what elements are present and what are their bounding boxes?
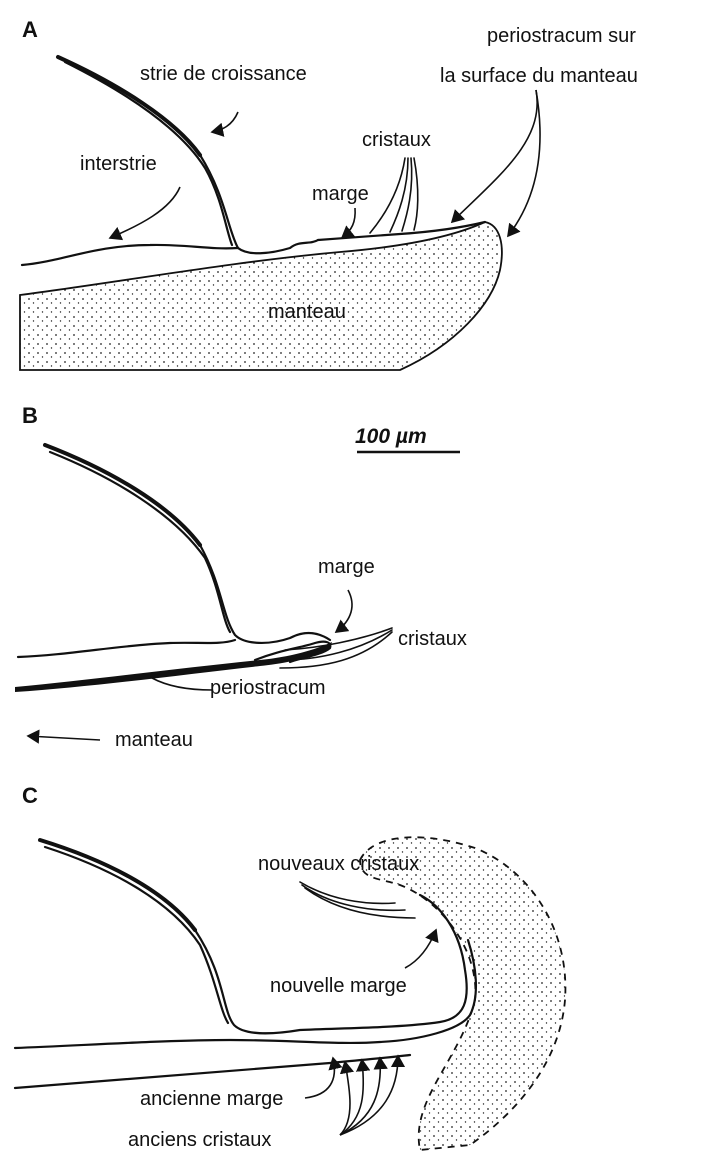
label-marge-a: marge <box>312 183 369 205</box>
panel-b-upper-edge <box>18 640 235 657</box>
arrow-periostracum-a-1 <box>452 90 537 222</box>
arrow-nouvelle-marge <box>405 930 436 968</box>
panel-c-inner-line <box>45 847 228 1023</box>
panel-a-letter: A <box>22 17 38 42</box>
label-nouveaux-cristaux: nouveaux cristaux <box>258 853 419 875</box>
arrow-anciens-cristaux-4 <box>340 1056 398 1135</box>
scale-bar-label: 100 µm <box>355 425 427 448</box>
panel-a-growth-line <box>200 155 318 253</box>
label-nouvelle-marge: nouvelle marge <box>270 975 407 997</box>
label-cristaux-a: cristaux <box>362 129 431 151</box>
arrow-manteau-b <box>28 736 100 740</box>
panel-c-old-mantle-edge <box>15 1055 410 1088</box>
panel-b-growth-line <box>200 545 330 643</box>
arrow-anciens-cristaux-1 <box>340 1062 350 1135</box>
label-interstrie: interstrie <box>80 153 157 175</box>
label-anciens-cristaux: anciens cristaux <box>128 1129 271 1151</box>
label-cristaux-b: cristaux <box>398 628 467 650</box>
panel-b: B 100 µm marge cristaux periostracum man… <box>15 403 467 751</box>
panel-a-interstrie-edge <box>22 245 238 265</box>
label-strie-de-croissance: strie de croissance <box>140 63 307 85</box>
lead-cristaux-b-3 <box>280 632 392 668</box>
lead-nouveaux-2 <box>302 885 405 910</box>
lead-cristaux-a-4 <box>414 158 418 230</box>
arrow-marge-b <box>336 590 352 632</box>
label-manteau-a: manteau <box>268 301 346 323</box>
arrow-periostracum-a-2 <box>508 90 540 236</box>
panel-c-growth-line <box>195 895 467 1033</box>
panel-a-mantle <box>20 222 502 370</box>
arrow-marge-a <box>342 208 355 238</box>
arrow-anciens-cristaux-2 <box>340 1060 363 1135</box>
panel-a: A strie de croissance interstrie cristau… <box>20 17 638 370</box>
label-marge-b: marge <box>318 556 375 578</box>
arrow-interstrie <box>110 187 180 238</box>
label-manteau-b: manteau <box>115 729 193 751</box>
label-periostracum-b: periostracum <box>210 677 326 699</box>
label-ancienne-marge: ancienne marge <box>140 1088 283 1110</box>
label-periostracum-a-1: periostracum sur <box>487 25 636 47</box>
arrow-strie <box>212 112 238 132</box>
panel-c: C nouveaux cristaux nouvelle marge ancie… <box>15 783 565 1151</box>
panel-c-letter: C <box>22 783 38 808</box>
lead-periostracum-b <box>152 678 212 690</box>
label-periostracum-a-2: la surface du manteau <box>440 65 638 87</box>
lead-cristaux-a-1 <box>370 158 405 233</box>
panel-b-letter: B <box>22 403 38 428</box>
panel-b-inner-line <box>50 452 230 632</box>
